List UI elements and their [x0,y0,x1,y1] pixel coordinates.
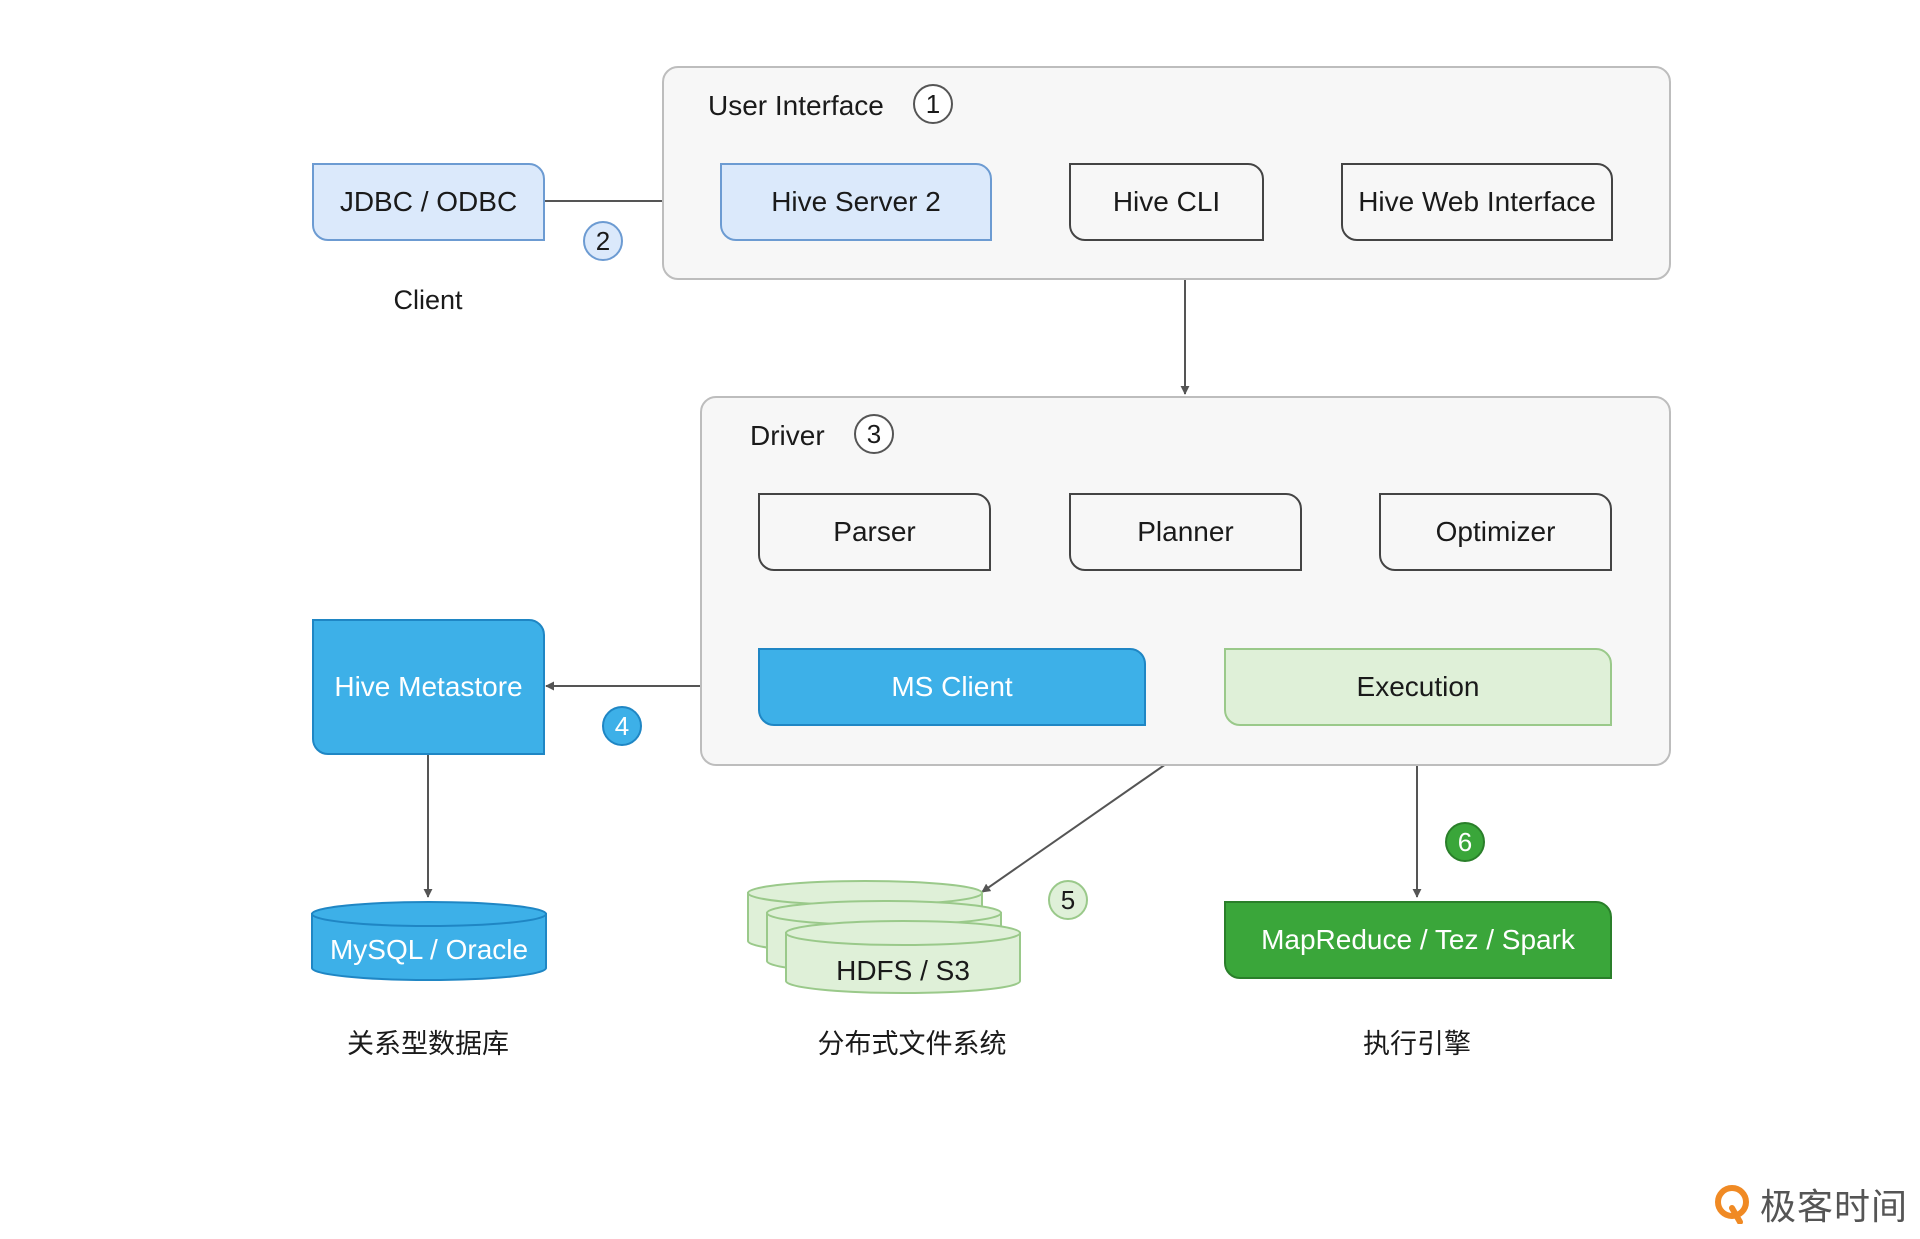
database-label: MySQL / Oracle [329,934,529,965]
hive-metastore-box[interactable]: Hive Metastore [312,619,545,755]
user-interface-title: User Interface [708,90,884,121]
driver-title: Driver [750,420,825,451]
parser-box[interactable]: Parser [758,493,991,571]
geektime-logo-icon [1715,1185,1749,1224]
step-badge-4: 4 [602,706,642,746]
database-caption: 关系型数据库 [347,1029,509,1059]
optimizer-box[interactable]: Optimizer [1379,493,1612,571]
hive-cli-box[interactable]: Hive CLI [1069,163,1264,241]
jdbc-odbc-box[interactable]: JDBC / ODBC [312,163,545,241]
hive-web-interface-box[interactable]: Hive Web Interface [1341,163,1613,241]
step-badge-3: 3 [854,414,894,454]
step-badge-1: 1 [913,84,953,124]
geektime-logo-text: 极客时间 [1760,1186,1909,1227]
storage-label: HDFS / S3 [836,955,970,986]
storage-caption: 分布式文件系统 [817,1029,1007,1059]
step-badge-6: 6 [1445,822,1485,862]
client-caption: Client [393,285,463,315]
database-cylinder-icon [311,901,547,981]
execution-engine-box[interactable]: MapReduce / Tez / Spark [1224,901,1612,979]
ms-client-box[interactable]: MS Client [758,648,1146,726]
engine-caption: 执行引擎 [1363,1029,1471,1059]
planner-box[interactable]: Planner [1069,493,1302,571]
step-badge-2: 2 [583,221,623,261]
geektime-watermark: 极客时间 [1712,1178,1908,1230]
step-badge-5: 5 [1048,880,1088,920]
execution-box[interactable]: Execution [1224,648,1612,726]
hive-server-2-box[interactable]: Hive Server 2 [720,163,992,241]
storage-stack-icon [747,880,1021,994]
